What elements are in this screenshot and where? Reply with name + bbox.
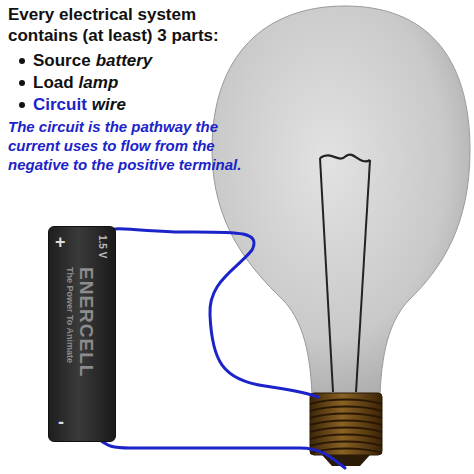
filament [320, 155, 370, 392]
heading-text: Every electrical system contains (at lea… [8, 4, 270, 46]
part-name: Load [33, 72, 74, 94]
circuit-wire [100, 229, 345, 468]
bullet-dot [19, 58, 25, 64]
plus-terminal-sign: + [55, 233, 66, 251]
bulb-glass [212, 6, 470, 395]
battery: + - 1.5 VENERCELLThe Power To Animate [48, 226, 116, 442]
slogan: The Power To Animate [65, 267, 74, 363]
voltage-label: 1.5 V [97, 235, 107, 258]
bullet-dot [19, 80, 25, 86]
screw-threads [310, 400, 382, 454]
part-name: Circuit [33, 94, 87, 116]
note-text: The circuit is the pathway the current u… [8, 117, 270, 174]
part-example: wire [92, 94, 126, 116]
bullet-dot [19, 102, 25, 108]
brand-name: ENERCELL [77, 267, 96, 377]
part-example: battery [96, 50, 153, 72]
minus-terminal-sign: - [58, 413, 64, 431]
part-name: Source [33, 50, 91, 72]
screw-base [310, 393, 382, 455]
part-example: lamp [79, 72, 119, 94]
